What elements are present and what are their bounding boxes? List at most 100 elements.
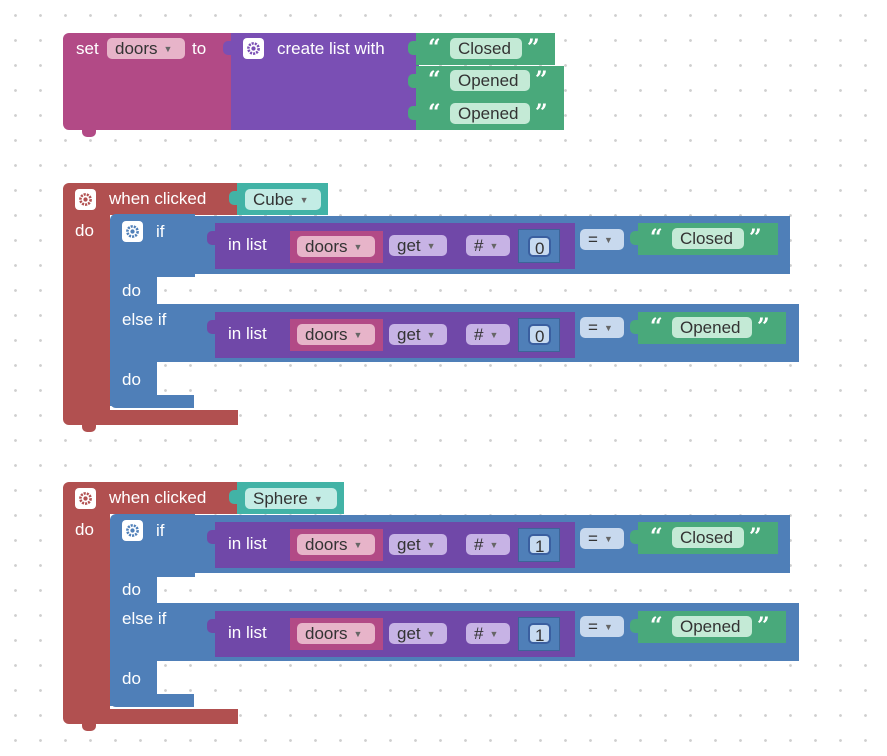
if-c-arm	[110, 576, 157, 706]
block-connector	[408, 41, 416, 55]
variable-dropdown[interactable]: doors▼	[297, 236, 375, 257]
get-dropdown[interactable]: get ▼	[389, 235, 447, 256]
block-connector	[630, 231, 638, 245]
do-label: do	[75, 221, 94, 240]
else-if-label: else if	[122, 310, 167, 329]
create-list-label: create list with	[277, 39, 385, 58]
get-dropdown[interactable]: get ▼	[389, 534, 447, 555]
when-clicked-label: when clicked	[109, 488, 207, 507]
in-list-label: in list	[228, 324, 267, 343]
gear-icon[interactable]	[75, 488, 96, 509]
text-value[interactable]: Closed	[672, 527, 744, 548]
text-value[interactable]: Opened	[450, 103, 530, 124]
variable-name: doors	[305, 624, 348, 643]
dropdown-arrow-icon: ▼	[353, 540, 363, 550]
block-connector	[207, 231, 215, 245]
variable-dropdown[interactable]: doors ▼	[297, 324, 375, 345]
do-label: do	[75, 520, 94, 539]
block-connector	[207, 530, 215, 544]
close-quote-icon: ”	[749, 225, 762, 251]
block-connector	[408, 106, 416, 120]
gear-icon[interactable]	[75, 189, 96, 210]
get-mode: get	[397, 325, 421, 344]
close-quote-icon: ”	[527, 35, 540, 61]
open-quote-icon: “	[650, 613, 663, 639]
else-if-bar	[156, 304, 198, 362]
if-label: if	[156, 521, 165, 540]
if-bottom	[110, 694, 194, 707]
text-value[interactable]: Opened	[450, 70, 530, 91]
close-quote-icon: ”	[535, 100, 548, 126]
index-mode-dropdown[interactable]: #▼	[466, 534, 510, 555]
number-value[interactable]: 0	[528, 236, 551, 258]
close-quote-icon: ”	[535, 67, 548, 93]
get-mode: get	[397, 624, 421, 643]
text-value[interactable]: Opened	[672, 616, 752, 637]
dropdown-arrow-icon: ▼	[353, 330, 363, 340]
object-dropdown[interactable]: Cube ▼	[245, 189, 321, 210]
get-dropdown[interactable]: get▼	[389, 324, 447, 345]
get-mode: get	[397, 535, 421, 554]
do-label: do	[122, 281, 141, 300]
dropdown-arrow-icon: ▼	[426, 241, 436, 251]
do-label: do	[122, 580, 141, 599]
compare-op-dropdown[interactable]: =▼	[580, 229, 624, 250]
gear-icon[interactable]	[122, 520, 143, 541]
event-c-arm	[63, 513, 110, 713]
compare-op-dropdown[interactable]: =▼	[580, 616, 624, 637]
block-connector	[223, 41, 231, 55]
variable-name: doors	[305, 237, 348, 256]
compare-op: =	[588, 617, 598, 636]
block-connector	[207, 619, 215, 633]
index-mode: #	[474, 624, 484, 643]
variable-name: doors	[115, 39, 158, 58]
block-connector	[630, 320, 638, 334]
number-value[interactable]: 1	[528, 623, 551, 645]
block-connector	[229, 490, 237, 504]
text-value[interactable]: Opened	[672, 317, 752, 338]
dropdown-arrow-icon: ▼	[426, 540, 436, 550]
index-mode: #	[474, 236, 484, 255]
index-mode-dropdown[interactable]: #▼	[466, 623, 510, 644]
object-name: Sphere	[253, 489, 308, 508]
variable-name: doors	[305, 535, 348, 554]
compare-op-dropdown[interactable]: =▼	[580, 528, 624, 549]
open-quote-icon: “	[428, 100, 441, 126]
compare-op-dropdown[interactable]: =▼	[580, 317, 624, 338]
object-name: Cube	[253, 190, 294, 209]
dropdown-arrow-icon: ▼	[603, 622, 613, 632]
variable-dropdown[interactable]: doors▼	[107, 38, 185, 59]
open-quote-icon: “	[428, 35, 441, 61]
compare-op: =	[588, 318, 598, 337]
get-mode: get	[397, 236, 421, 255]
text-value[interactable]: Closed	[672, 228, 744, 249]
if-bottom	[110, 395, 194, 408]
block-connector	[630, 619, 638, 633]
block-notch	[82, 424, 96, 432]
open-quote-icon: “	[650, 314, 663, 340]
variable-dropdown[interactable]: doors ▼	[297, 534, 375, 555]
gear-icon[interactable]	[243, 38, 264, 59]
dropdown-arrow-icon: ▼	[489, 241, 499, 251]
index-mode-dropdown[interactable]: #▼	[466, 324, 510, 345]
index-mode: #	[474, 535, 484, 554]
get-dropdown[interactable]: get▼	[389, 623, 447, 644]
block-connector	[207, 320, 215, 334]
index-mode-dropdown[interactable]: #▼	[466, 235, 510, 256]
object-dropdown[interactable]: Sphere▼	[245, 488, 337, 509]
to-label: to	[192, 39, 207, 58]
number-value[interactable]: 1	[528, 534, 551, 556]
dropdown-arrow-icon: ▼	[299, 195, 309, 205]
close-quote-icon: ”	[757, 314, 770, 340]
event-bottom	[63, 410, 238, 425]
number-value[interactable]: 0	[528, 324, 551, 346]
set-label: set	[76, 39, 99, 58]
if-c-arm	[110, 276, 157, 406]
variable-dropdown[interactable]: doors▼	[297, 623, 375, 644]
gear-icon[interactable]	[122, 221, 143, 242]
open-quote-icon: “	[650, 524, 663, 550]
variable-name: doors	[305, 325, 348, 344]
open-quote-icon: “	[428, 67, 441, 93]
dropdown-arrow-icon: ▼	[489, 540, 499, 550]
text-value[interactable]: Closed	[450, 38, 522, 59]
